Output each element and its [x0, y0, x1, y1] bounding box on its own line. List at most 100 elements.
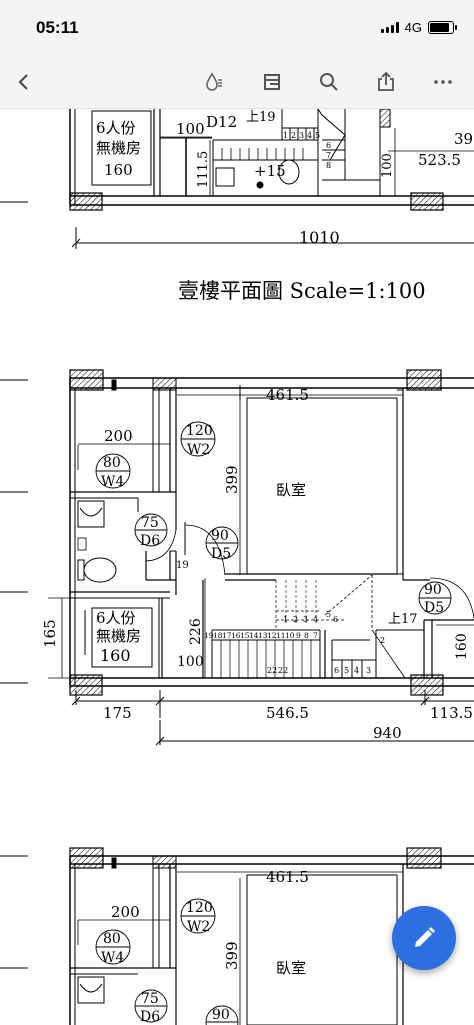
edit-button[interactable]: [392, 906, 456, 970]
dim-113-5: 113.5: [430, 704, 473, 722]
stair-mid-2: 2: [293, 615, 298, 624]
door-d6-size: 75: [141, 515, 159, 531]
stair-mid-1: 1: [283, 615, 288, 624]
stair-n-18: 18: [213, 631, 223, 640]
floor-plan-svg: 6人份 無機房 160 100 D12 上19 1 2 3 4 5 6 7 8 …: [0, 109, 474, 1025]
door-d5-left-code: D5: [211, 546, 231, 562]
stair-r-5: 5: [344, 666, 349, 675]
stair-up-17: 上17: [388, 612, 418, 627]
dim-39: 39: [454, 130, 473, 148]
middle-section: [0, 369, 474, 746]
stair-num-2: 2: [291, 131, 296, 140]
stair-n-11: 11: [276, 631, 286, 640]
stair-n-10: 10: [285, 631, 295, 640]
stair-n-19: 19: [204, 631, 214, 640]
stair-n-15: 15: [240, 631, 250, 640]
stair-n-13: 13: [258, 631, 268, 640]
back-icon[interactable]: [10, 68, 38, 96]
dim-399-bottom: 399: [223, 941, 241, 970]
stair-n-16: 16: [231, 631, 241, 640]
window-w2-code-bottom: W2: [187, 919, 210, 935]
stair-n-22a: 22: [267, 666, 277, 675]
stair-r-3: 3: [366, 666, 371, 675]
status-time: 05:11: [36, 18, 79, 37]
top-section-labels: 6人份 無機房 160 100 D12 上19 1 2 3 4 5 6 7 8 …: [96, 110, 473, 247]
pencil-icon: [415, 927, 435, 947]
reader-icon[interactable]: [258, 68, 286, 96]
level-mark: +15: [254, 162, 286, 180]
door-d5-left-size: 90: [211, 528, 229, 544]
window-w4-code: W4: [101, 474, 124, 490]
dim-100-mid: 100: [177, 654, 204, 670]
dim-175: 175: [103, 704, 132, 722]
stair-num-3: 3: [299, 131, 304, 140]
storage-label-3: 160: [104, 161, 133, 179]
dim-100-top: 100: [176, 120, 205, 138]
window-w4-size-bottom: 80: [103, 931, 121, 947]
stair-n-22b: 22: [278, 666, 288, 675]
stair-n-12: 12: [267, 631, 277, 640]
bottom-section-labels: 461.5 200 120 W2 80 W4 399 臥室 75 D6 90: [101, 868, 309, 1025]
stair-num-8: 8: [326, 161, 331, 170]
network-type: 4G: [404, 20, 422, 35]
ink-drop-icon[interactable]: [200, 68, 228, 96]
dim-226: 226: [188, 618, 204, 645]
stair-mid-3: 3: [303, 615, 308, 624]
dim-546-5: 546.5: [266, 704, 309, 722]
share-icon[interactable]: [372, 68, 400, 96]
dim-111-5: 111.5: [196, 151, 211, 188]
storage-label-2: 無機房: [96, 139, 141, 157]
stair-n-14: 14: [249, 631, 259, 640]
bedroom-label-bottom: 臥室: [276, 959, 306, 977]
stair-num-4: 4: [307, 131, 312, 140]
dim-461-5-bottom: 461.5: [266, 868, 309, 886]
dim-100-vertical: 100: [380, 153, 395, 178]
stair-r-4: 4: [354, 666, 359, 675]
dim-523-5: 523.5: [418, 151, 461, 169]
stair-num-1: 1: [283, 131, 288, 140]
dim-200: 200: [104, 427, 133, 445]
stair-mid-6: 6: [333, 615, 338, 624]
stair-num-5: 5: [315, 131, 320, 140]
middle-section-labels: 461.5 200 120 W2 80 W4 399 臥室 75 D6 90 D…: [41, 386, 473, 742]
floor-plan-document[interactable]: 6人份 無機房 160 100 D12 上19 1 2 3 4 5 6 7 8 …: [0, 109, 474, 1025]
stair-mid-5: 5: [326, 610, 331, 619]
dim-200-bottom: 200: [111, 903, 140, 921]
door-d6-code-bottom: D6: [140, 1009, 160, 1025]
top-section: [0, 109, 474, 249]
window-w2-code: W2: [187, 442, 210, 458]
storage-mid-3: 160: [100, 646, 131, 665]
dim-160-right: 160: [454, 633, 470, 660]
stair-num-7: 7: [326, 151, 331, 160]
more-icon[interactable]: [429, 68, 457, 96]
status-indicators: 4G: [380, 20, 457, 35]
dim-461-5: 461.5: [266, 386, 309, 404]
status-bar: 05:11 4G: [0, 0, 474, 56]
window-w4-code-bottom: W4: [101, 950, 124, 966]
stair-r-2: 2: [380, 636, 385, 645]
viewer-toolbar: [0, 56, 474, 109]
stair-up-19: 上19: [246, 110, 276, 125]
bedroom-label: 臥室: [276, 481, 306, 499]
storage-label-1: 6人份: [96, 119, 136, 137]
dim-1010: 1010: [299, 228, 340, 247]
window-w4-size: 80: [103, 455, 121, 471]
search-icon[interactable]: [315, 68, 343, 96]
stair-n-7: 7: [313, 631, 318, 640]
storage-mid-1: 6人份: [96, 609, 136, 627]
stair-num-6: 6: [326, 141, 331, 150]
dim-940: 940: [373, 724, 402, 742]
stair-n-9: 9: [296, 631, 301, 640]
door-d5-right-code: D5: [424, 600, 444, 616]
window-w2-size-bottom: 120: [186, 900, 213, 916]
dim-165: 165: [41, 619, 59, 648]
door-d6-size-bottom: 75: [141, 991, 159, 1007]
plan-title: 壹樓平面圖 Scale=1:100: [178, 279, 426, 303]
door-partial-bottom: 90: [212, 1007, 230, 1023]
window-w2-size: 120: [186, 423, 213, 439]
door-width-19: 19: [176, 560, 189, 571]
stair-n-17: 17: [222, 631, 232, 640]
dim-399: 399: [223, 465, 241, 494]
signal-icon: [380, 22, 399, 33]
stair-mid-4: 4: [313, 615, 318, 624]
